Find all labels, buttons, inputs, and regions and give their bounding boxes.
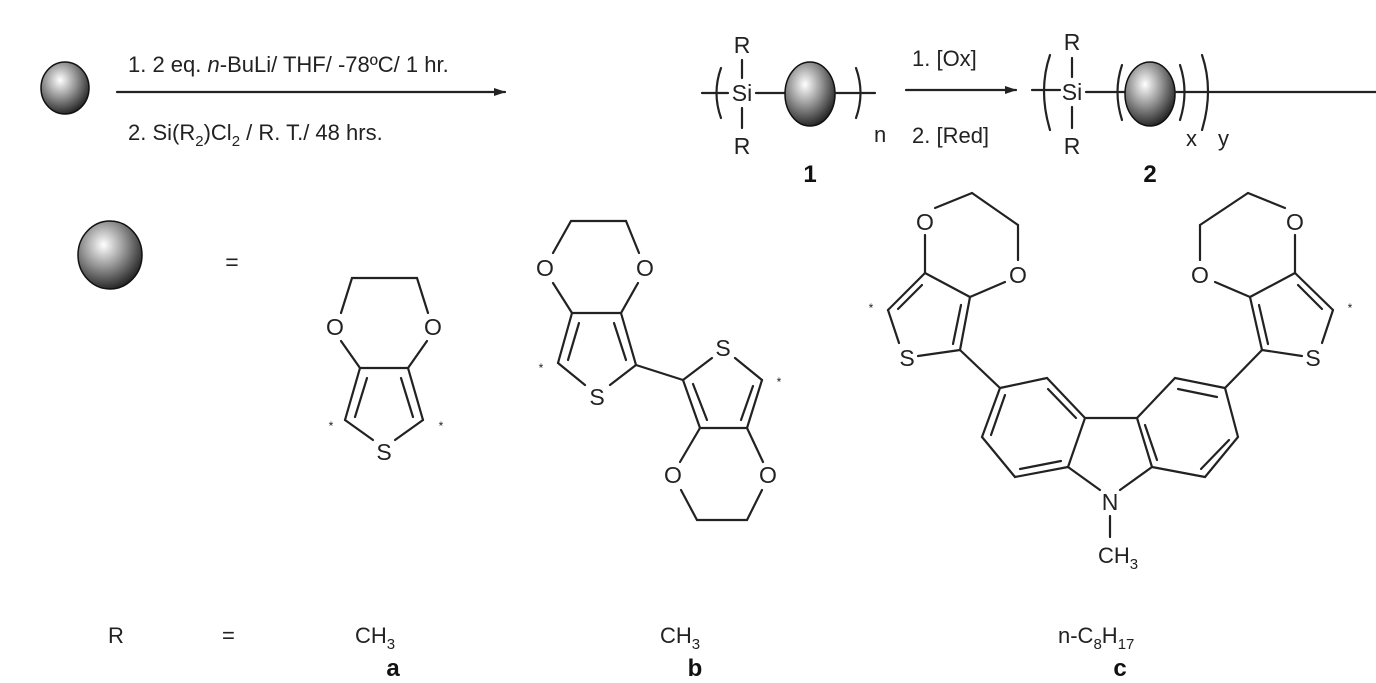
monomer-a-structure: O O S * *	[326, 276, 444, 465]
svg-text:O: O	[326, 314, 344, 340]
svg-text:N: N	[1102, 489, 1119, 515]
svg-text:S: S	[1305, 345, 1320, 371]
svg-text:y: y	[1218, 126, 1229, 151]
svg-text:*: *	[777, 375, 782, 389]
svg-text:S: S	[376, 439, 391, 465]
svg-text:S: S	[715, 335, 730, 361]
svg-text:*: *	[869, 301, 874, 315]
step2-line2: 2. [Red]	[912, 123, 989, 148]
svg-text:R: R	[734, 133, 751, 159]
svg-text:n: n	[874, 122, 886, 147]
monomer-b-structure: O O S S O O * *	[536, 219, 782, 522]
step1-line2: 2. Si(R2)Cl2 / R. T./ 48 hrs.	[128, 120, 383, 150]
monomer-sphere-icon	[77, 220, 143, 290]
svg-text:Si: Si	[1062, 79, 1082, 105]
svg-text:O: O	[759, 462, 777, 488]
svg-text:*: *	[329, 419, 334, 433]
product-2: Si R R x y 2	[1030, 29, 1376, 188]
step2-line1: 1. [Ox]	[912, 46, 977, 71]
svg-text:*: *	[439, 419, 444, 433]
svg-text:*: *	[539, 361, 544, 375]
r-label: R	[108, 623, 124, 648]
svg-text:R: R	[1064, 133, 1081, 159]
svg-text:O: O	[664, 462, 682, 488]
label-c: c	[1113, 655, 1126, 682]
monomer-sphere-icon	[784, 61, 836, 127]
svg-text:O: O	[1191, 262, 1209, 288]
r-value-a: CH3	[355, 623, 395, 653]
label-b: b	[688, 655, 703, 682]
svg-text:*: *	[1348, 301, 1353, 315]
svg-text:2: 2	[1143, 161, 1156, 188]
monomer-sphere-icon	[40, 61, 90, 115]
step1-line1: 1. 2 eq. n-BuLi/ THF/ -78ºC/ 1 hr.	[128, 52, 449, 77]
svg-text:O: O	[424, 314, 442, 340]
svg-text:O: O	[1009, 262, 1027, 288]
monomer-sphere-icon	[1124, 61, 1176, 127]
monomer-c-structure: O O S O O S N CH3 * *	[869, 191, 1353, 573]
r-value-b: CH3	[660, 623, 700, 653]
svg-text:x: x	[1186, 126, 1197, 151]
svg-text:R: R	[734, 32, 751, 58]
svg-text:O: O	[636, 255, 654, 281]
r-equals-sign: =	[222, 623, 235, 648]
svg-text:S: S	[899, 345, 914, 371]
svg-text:R: R	[1064, 29, 1081, 55]
svg-text:1: 1	[803, 161, 816, 188]
svg-text:O: O	[536, 255, 554, 281]
svg-text:S: S	[589, 384, 604, 410]
label-a: a	[386, 655, 400, 682]
equals-sign: =	[225, 249, 238, 275]
svg-text:Si: Si	[732, 80, 752, 106]
svg-text:CH3: CH3	[1098, 543, 1138, 573]
r-value-c: n-C8H17	[1058, 623, 1134, 653]
product-1: Si R R n 1	[700, 32, 886, 188]
svg-text:O: O	[916, 209, 934, 235]
svg-text:O: O	[1286, 209, 1304, 235]
